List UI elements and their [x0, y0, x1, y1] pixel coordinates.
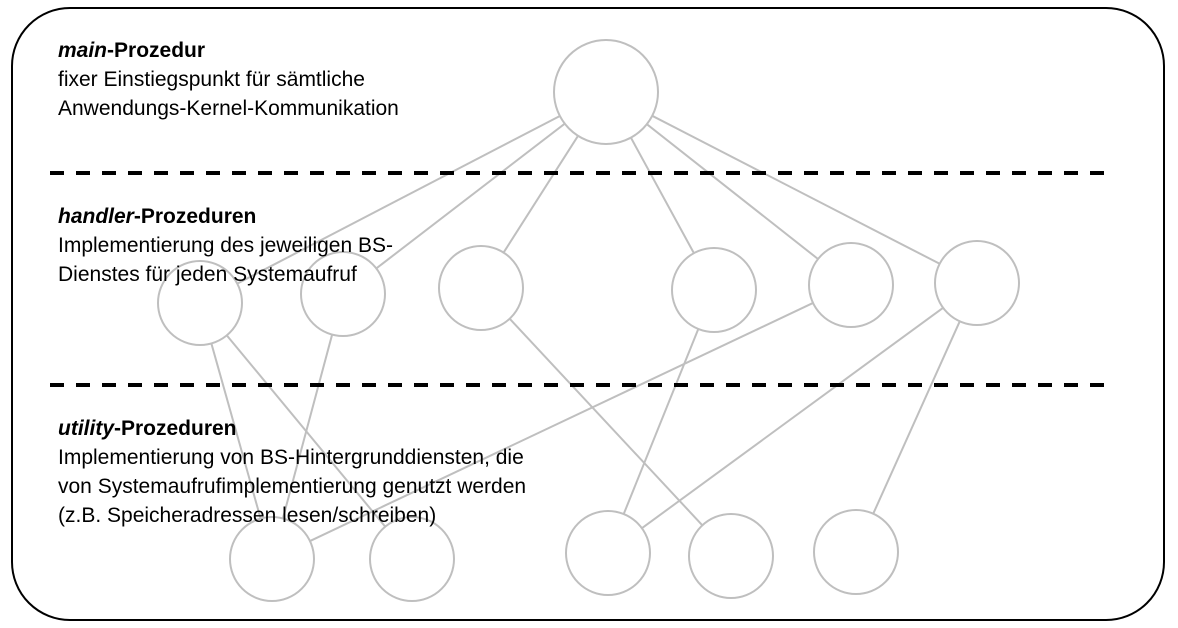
node-u3[interactable]: [565, 510, 651, 596]
edge-h5-u1: [309, 302, 814, 542]
layer-title-main: main-Prozedur: [58, 36, 399, 65]
node-h5[interactable]: [808, 242, 894, 328]
diagram-container-border: [11, 7, 1165, 621]
edge-group: [210, 114, 961, 542]
edge-m1-h3: [502, 135, 579, 254]
node-u4[interactable]: [688, 513, 774, 599]
layer-description-handler: Implementierung des jeweiligen BS- Diens…: [58, 234, 394, 286]
edge-m1-h5: [646, 123, 819, 260]
edge-m1-h1: [236, 115, 561, 285]
edge-h2-u1: [281, 334, 334, 519]
edge-m1-h4: [630, 137, 695, 254]
edge-h4-u3: [622, 328, 700, 515]
node-h4[interactable]: [671, 247, 757, 333]
layer-label-utility: utility-Prozeduren Implementierung von B…: [58, 414, 526, 530]
node-u1[interactable]: [229, 516, 315, 602]
layer-divider-group: [50, 171, 1112, 387]
layer-title-utility: utility-Prozeduren: [58, 414, 526, 443]
edge-h3-u4: [508, 318, 704, 526]
layer-description-utility: Implementierung von BS-Hintergrunddienst…: [58, 446, 527, 527]
edge-m1-h6: [651, 114, 941, 265]
node-h6[interactable]: [934, 240, 1020, 326]
layer-title-suffix-handler: -Prozeduren: [133, 205, 257, 228]
layer-title-suffix-utility: -Prozeduren: [114, 417, 237, 440]
layer-label-main: main-Prozedur fixer Einstiegspunkt für s…: [58, 36, 399, 123]
node-group: [157, 39, 1020, 602]
layer-keyword-handler: handler: [58, 205, 134, 228]
layer-title-suffix-main: -Prozedur: [107, 39, 206, 62]
node-u2[interactable]: [369, 516, 455, 602]
edge-h6-u5: [872, 320, 961, 515]
node-h3[interactable]: [438, 245, 524, 331]
node-m1[interactable]: [553, 39, 659, 145]
edge-h1-u1: [210, 343, 262, 519]
layer-keyword-main: main: [58, 39, 108, 62]
edge-m1-h2: [375, 122, 566, 270]
layer-title-handler: handler-Prozeduren: [58, 202, 393, 231]
layer-description-main: fixer Einstiegspunkt für sämtliche Anwen…: [58, 68, 399, 120]
layer-keyword-utility: utility: [58, 417, 114, 440]
node-h1[interactable]: [157, 260, 243, 346]
node-u5[interactable]: [813, 509, 899, 595]
layer-label-handler: handler-Prozeduren Implementierung des j…: [58, 202, 393, 289]
edge-h6-u3: [641, 306, 944, 530]
node-h2[interactable]: [300, 251, 386, 337]
